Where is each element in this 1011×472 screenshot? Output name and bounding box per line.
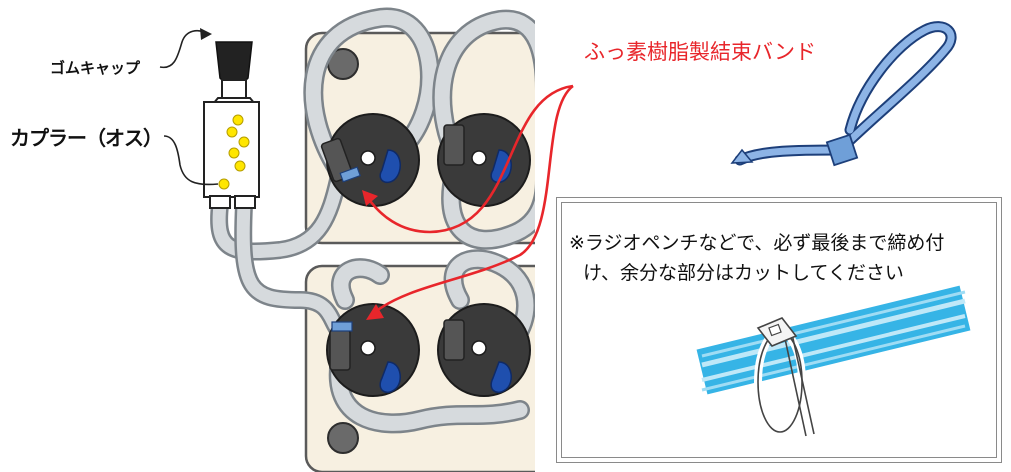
coupler-tube-b bbox=[234, 196, 347, 339]
mount-hole bbox=[327, 422, 359, 454]
cap-leader-arrow bbox=[200, 28, 212, 40]
tube-loop-upper-right bbox=[432, 9, 535, 250]
coupler-tube-a bbox=[210, 171, 347, 261]
hose-barb bbox=[443, 124, 465, 166]
band-on-fitting-lower bbox=[331, 321, 353, 332]
note-line-1: ※ラジオペンチなどで、必ず最後まで締め付 bbox=[569, 232, 945, 254]
coupler-label: カプラー（オス） bbox=[10, 126, 163, 150]
coupler-body bbox=[203, 79, 260, 209]
note-inner-border bbox=[561, 202, 997, 458]
pointer-arrowhead bbox=[366, 304, 384, 320]
fluororesin-band-label: ふっ素樹脂製結束バンド bbox=[584, 40, 817, 64]
coupler-leader-line bbox=[163, 135, 219, 186]
pointer-arrow-lower bbox=[374, 84, 574, 314]
instruction-note: ※ラジオペンチなどで、必ず最後まで締め付 け、余分な部分はカットしてください bbox=[556, 197, 1002, 463]
hose-barb bbox=[329, 329, 351, 371]
tube-loop-upper-left bbox=[303, 7, 440, 180]
pointer-arrowhead bbox=[362, 190, 378, 206]
hose-barb bbox=[443, 319, 465, 361]
pointer-arrow-upper bbox=[366, 84, 574, 234]
cap-leader-line bbox=[159, 29, 209, 69]
cable-tie-icon bbox=[730, 21, 957, 167]
note-text: ※ラジオペンチなどで、必ず最後まで締め付 け、余分な部分はカットしてください bbox=[569, 228, 989, 288]
band-on-fitting-upper bbox=[339, 166, 361, 183]
rubber-cap-label: ゴムキャップ bbox=[50, 59, 141, 77]
tube-loop-lower bbox=[328, 249, 535, 434]
note-line-2: け、余分な部分はカットしてください bbox=[583, 262, 904, 284]
valve-upper-left bbox=[326, 113, 420, 207]
